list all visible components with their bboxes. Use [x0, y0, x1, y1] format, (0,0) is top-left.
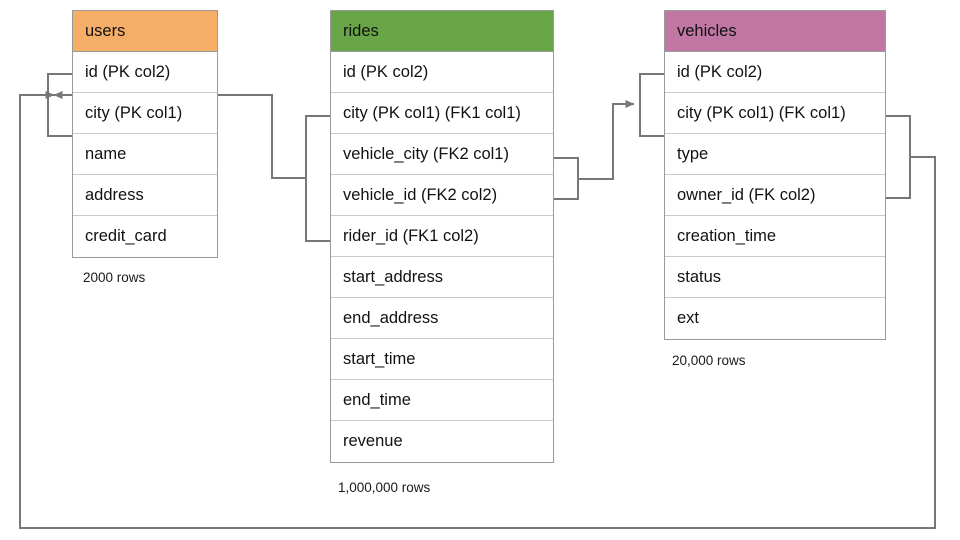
entity-rides-field-revenue[interactable]: revenue: [331, 421, 553, 462]
entity-vehicles-field-status[interactable]: status: [665, 257, 885, 298]
users-left-bracket: [47, 73, 72, 137]
entity-users-field-name[interactable]: name: [73, 134, 217, 175]
entity-rides-row-count: 1,000,000 rows: [338, 480, 431, 495]
vehicles-left-bracket: [639, 73, 664, 137]
entity-vehicles-field-owner-id[interactable]: owner_id (FK col2): [665, 175, 885, 216]
entity-vehicles-field-type[interactable]: type: [665, 134, 885, 175]
entity-vehicles-row-count: 20,000 rows: [672, 353, 746, 368]
vehicles-right-bracket: [886, 115, 911, 199]
entity-rides-field-start-time[interactable]: start_time: [331, 339, 553, 380]
entity-vehicles-field-creation-time[interactable]: creation_time: [665, 216, 885, 257]
entity-vehicles-field-id[interactable]: id (PK col2): [665, 52, 885, 93]
entity-users-field-id[interactable]: id (PK col2): [73, 52, 217, 93]
entity-rides-field-city[interactable]: city (PK col1) (FK1 col1): [331, 93, 553, 134]
entity-rides-field-vehicle-id[interactable]: vehicle_id (FK2 col2): [331, 175, 553, 216]
entity-vehicles-title: vehicles: [665, 11, 885, 52]
entity-vehicles-field-city[interactable]: city (PK col1) (FK col1): [665, 93, 885, 134]
rides-right-bracket: [554, 157, 579, 200]
entity-rides-field-vehicle-city[interactable]: vehicle_city (FK2 col1): [331, 134, 553, 175]
entity-rides-title: rides: [331, 11, 553, 52]
entity-rides-field-start-address[interactable]: start_address: [331, 257, 553, 298]
rides-left-bracket: [305, 115, 330, 242]
entity-rides[interactable]: rides id (PK col2) city (PK col1) (FK1 c…: [330, 10, 554, 463]
connector-rides-vehicle-to-vehicles: [578, 100, 635, 180]
entity-users-title: users: [73, 11, 217, 52]
entity-users-row-count: 2000 rows: [83, 270, 146, 285]
entity-users-field-credit-card[interactable]: credit_card: [73, 216, 217, 257]
entity-rides-field-id[interactable]: id (PK col2): [331, 52, 553, 93]
entity-users-field-city[interactable]: city (PK col1): [73, 93, 217, 134]
entity-rides-field-rider-id[interactable]: rider_id (FK1 col2): [331, 216, 553, 257]
entity-vehicles-field-ext[interactable]: ext: [665, 298, 885, 339]
entity-rides-field-end-time[interactable]: end_time: [331, 380, 553, 421]
entity-users-field-address[interactable]: address: [73, 175, 217, 216]
entity-rides-field-end-address[interactable]: end_address: [331, 298, 553, 339]
entity-vehicles[interactable]: vehicles id (PK col2) city (PK col1) (FK…: [664, 10, 886, 340]
entity-users[interactable]: users id (PK col2) city (PK col1) name a…: [72, 10, 218, 258]
